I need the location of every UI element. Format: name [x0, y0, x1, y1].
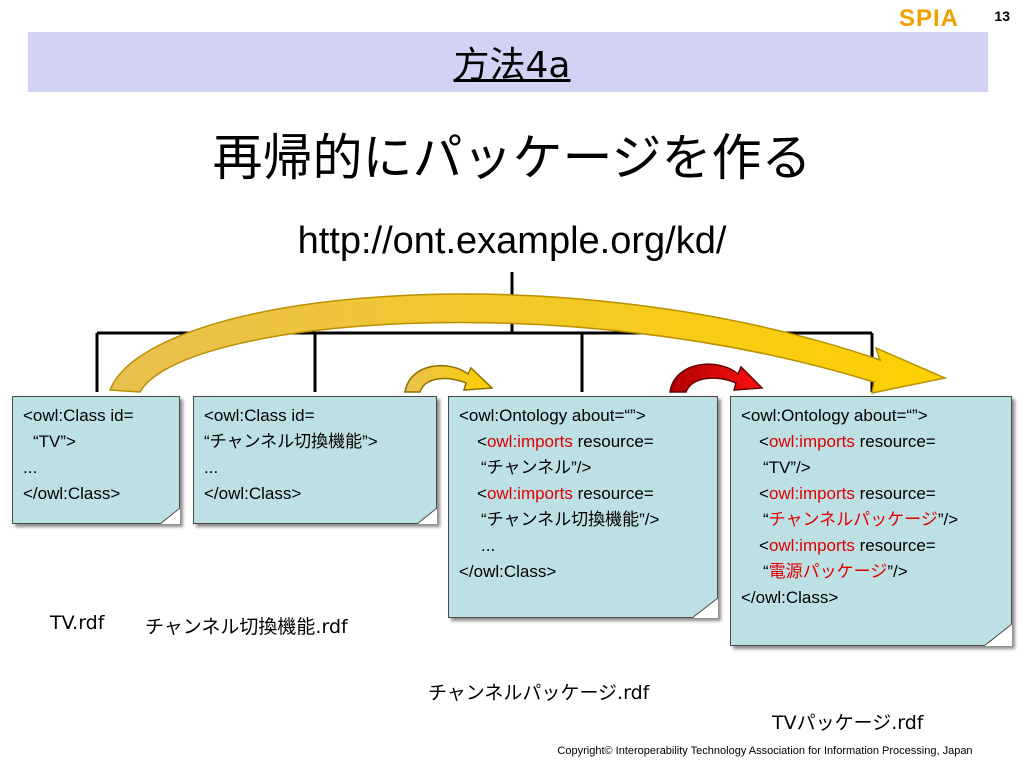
small-red-arrow — [669, 363, 764, 393]
keyword-owl-imports: owl:imports — [768, 536, 855, 555]
main-title: 再帰的にパッケージを作る — [212, 129, 812, 187]
channel-switch-class-note: <owl:Class id= “チャンネル切換機能”> ... </owl:Cl… — [193, 396, 437, 524]
keyword-owl-imports: owl:imports — [768, 484, 855, 503]
svg-text:SPIA: SPIA — [899, 5, 959, 30]
file-label-channel-package: チャンネルパッケージ.rdf — [428, 682, 650, 704]
page-number: 13 — [994, 8, 1010, 24]
folded-corner-icon — [692, 598, 718, 618]
tv-package-ontology-note: <owl:Ontology about=“”> <owl:imports res… — [730, 396, 1012, 646]
note-line: ... — [204, 458, 219, 477]
note-line: “チャンネルパッケージ”/> — [763, 510, 959, 529]
note-line: </owl:Class> — [741, 588, 839, 607]
file-label-tv-package: TVパッケージ.rdf — [772, 712, 924, 734]
folded-corner-icon — [417, 508, 437, 524]
note-line: </owl:Class> — [23, 484, 121, 503]
note-line: “電源パッケージ”/> — [763, 562, 908, 581]
note-line: </owl:Class> — [459, 562, 557, 581]
note-line: <owl:Class id= — [204, 406, 315, 425]
note-line: “TV”/> — [763, 458, 811, 477]
big-yellow-arrow — [108, 293, 948, 394]
note-line: “チャンネル”/> — [481, 458, 592, 477]
note-line: <owl:imports resource= — [759, 484, 936, 503]
note-line: <owl:Ontology about=“”> — [741, 406, 928, 425]
import-target-power-package: 電源パッケージ — [768, 562, 888, 581]
small-yellow-arrow — [404, 364, 494, 393]
note-line: <owl:imports resource= — [759, 432, 936, 451]
note-line: </owl:Class> — [204, 484, 302, 503]
folded-corner-icon — [984, 624, 1012, 646]
file-label-tv: TV.rdf — [50, 612, 105, 634]
channel-package-ontology-note: <owl:Ontology about=“”> <owl:imports res… — [448, 396, 718, 618]
note-line: <owl:imports resource= — [759, 536, 936, 555]
note-line: <owl:Ontology about=“”> — [459, 406, 646, 425]
import-target-channel-package: チャンネルパッケージ — [768, 510, 938, 529]
note-line: <owl:Class id= — [23, 406, 134, 425]
keyword-owl-imports: owl:imports — [486, 484, 573, 503]
note-line: ... — [23, 458, 38, 477]
keyword-owl-imports: owl:imports — [486, 432, 573, 451]
header-title: 方法4a — [453, 45, 571, 86]
file-label-channel-switch: チャンネル切換機能.rdf — [145, 616, 348, 638]
header-band — [28, 32, 988, 92]
tv-class-note: <owl:Class id= “TV”> ... </owl:Class> — [12, 396, 180, 524]
note-line: “チャンネル切換機能”/> — [481, 510, 660, 529]
root-url: http://ont.example.org/kd/ — [297, 220, 727, 262]
keyword-owl-imports: owl:imports — [768, 432, 855, 451]
note-line: ... — [481, 536, 496, 555]
folded-corner-icon — [160, 508, 180, 524]
spia-logo: SPIA — [899, 5, 959, 30]
copyright-notice: Copyright© Interoperability Technology A… — [557, 745, 973, 757]
note-line: “TV”> — [33, 432, 76, 451]
note-line: <owl:imports resource= — [477, 432, 654, 451]
note-line: “チャンネル切換機能”> — [204, 432, 378, 451]
note-line: <owl:imports resource= — [477, 484, 654, 503]
